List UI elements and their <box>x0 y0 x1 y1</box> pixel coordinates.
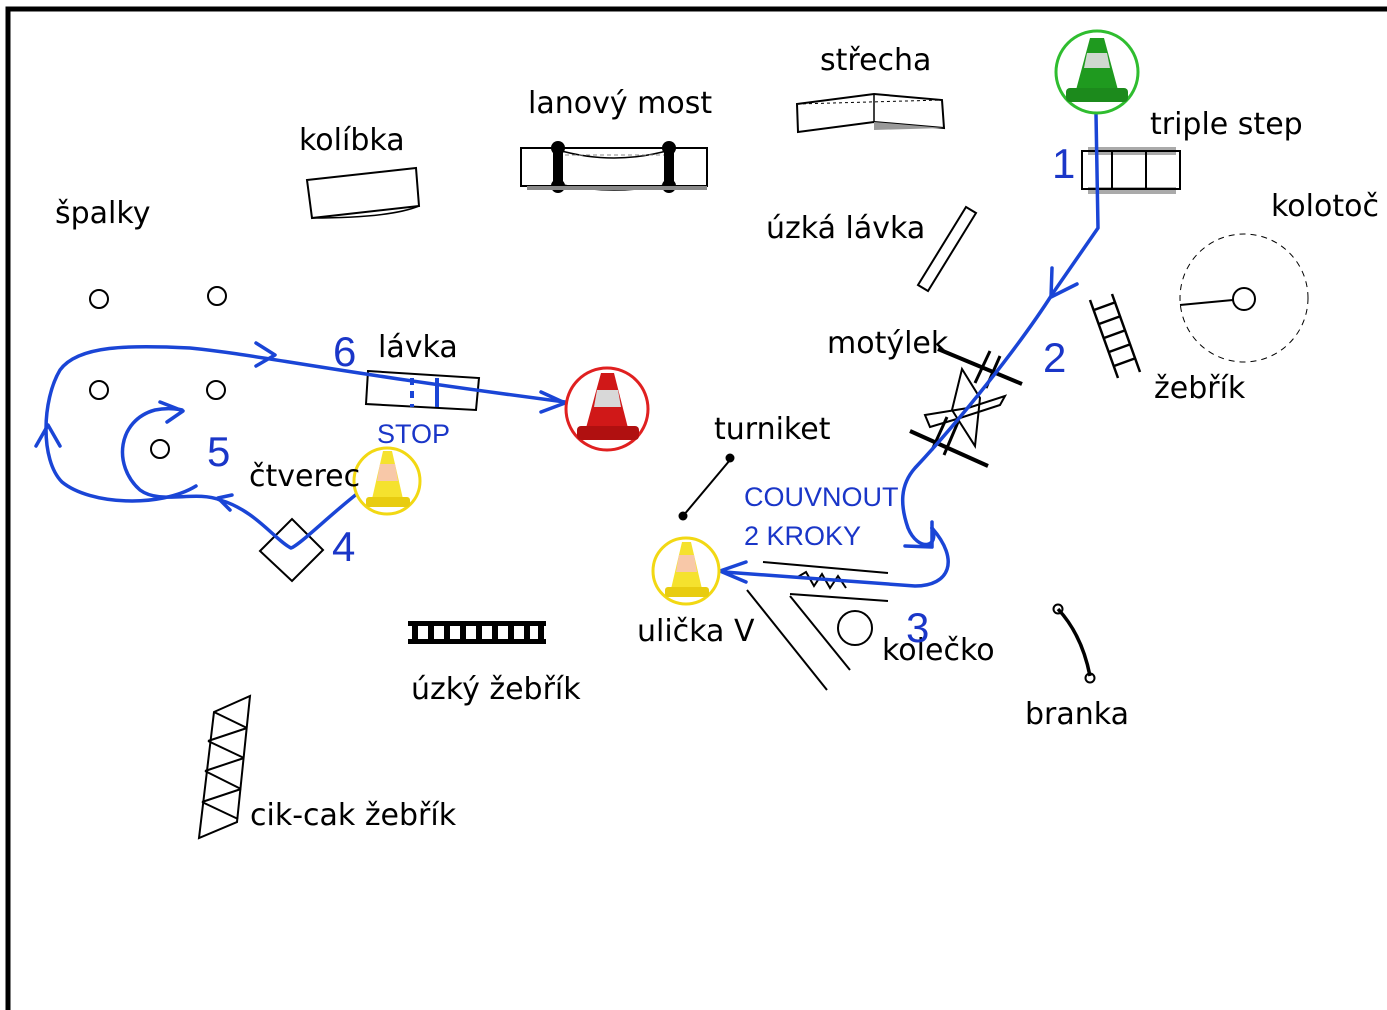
label-kolotoc: kolotoč <box>1271 189 1379 224</box>
lanovy-most-obstacle <box>520 141 708 193</box>
step-number-3: 3 <box>906 604 929 651</box>
label-zebrik: žebřík <box>1154 371 1246 406</box>
label-kolibka: kolíbka <box>299 123 405 158</box>
checkpoint-cone-ulicka <box>651 536 721 606</box>
branka-obstacle <box>1052 603 1096 684</box>
step-number-6: 6 <box>333 328 356 375</box>
note-couvnout-line1: COUVNOUT <box>744 482 899 512</box>
kolibka-obstacle <box>305 166 421 220</box>
course-border <box>5 6 1387 1010</box>
note-stop: STOP <box>377 419 450 449</box>
label-strecha: střecha <box>820 43 931 78</box>
cik-cak-zebrik-obstacle <box>197 694 252 840</box>
label-turniket: turniket <box>714 412 831 447</box>
finish-cone <box>564 366 650 452</box>
kolecko-obstacle <box>837 610 873 646</box>
label-branka: branka <box>1025 697 1129 732</box>
turniket-obstacle <box>678 453 735 521</box>
route-path <box>44 112 1100 588</box>
triple-step-obstacle <box>1081 147 1181 194</box>
label-ulicka-v: ulička V <box>637 614 755 649</box>
strecha-obstacle <box>795 92 946 134</box>
label-cik-cak-zebrik: cik-cak žebřík <box>250 798 457 833</box>
label-uzky-zebrik: úzký žebřík <box>411 672 581 707</box>
label-ctverec: čtverec <box>249 459 360 494</box>
uzky-zebrik-obstacle <box>408 621 546 644</box>
zebrik-obstacle <box>1088 293 1142 379</box>
note-couvnout-line2: 2 KROKY <box>744 521 861 551</box>
start-cone <box>1054 29 1140 115</box>
ctverec-obstacle <box>258 517 325 583</box>
label-lanovy-most: lanový most <box>528 86 712 121</box>
uzka-lavka-obstacle <box>916 205 978 293</box>
label-motylek: motýlek <box>827 326 949 361</box>
ulicka-v-obstacle <box>746 561 889 691</box>
kolotoc-obstacle <box>1179 233 1309 363</box>
step-number-1: 1 <box>1052 140 1075 187</box>
checkpoint-cone-ctverec <box>352 446 422 516</box>
label-uzka-lavka: úzká lávka <box>766 211 925 246</box>
step-number-4: 4 <box>332 523 355 570</box>
route-arrows <box>34 266 1079 584</box>
label-lavka: lávka <box>378 330 458 365</box>
label-kolecko: kolečko <box>882 633 995 668</box>
label-spalky: špalky <box>55 196 150 231</box>
label-triple-step: triple step <box>1150 107 1303 142</box>
lavka-obstacle <box>364 369 481 412</box>
step-number-2: 2 <box>1043 334 1066 381</box>
stop-marker <box>410 378 439 407</box>
step-number-5: 5 <box>207 428 230 475</box>
spalky-obstacle <box>89 286 227 459</box>
